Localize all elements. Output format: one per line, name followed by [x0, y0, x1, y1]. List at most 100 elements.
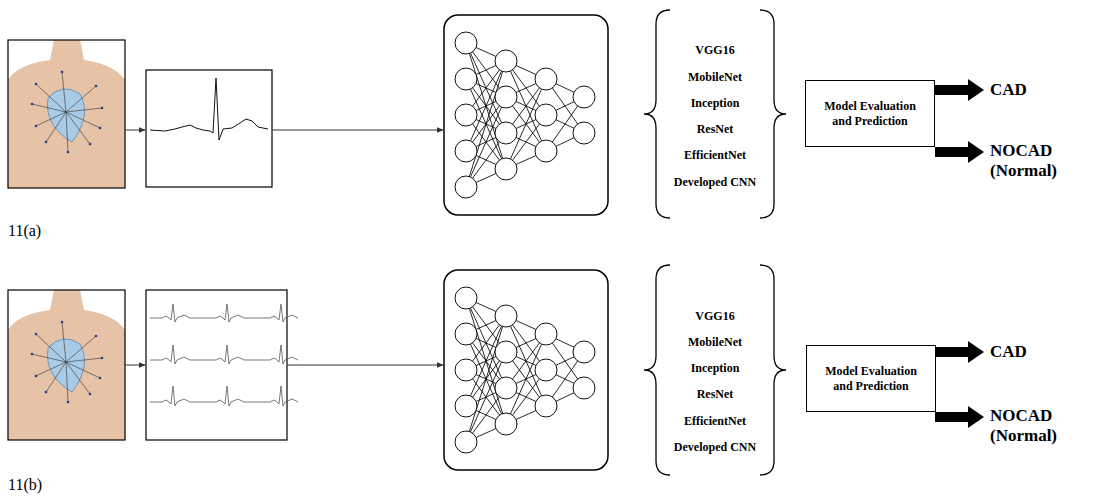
model-name: Developed CNN	[674, 175, 756, 190]
lead-line	[66, 362, 68, 402]
lead-line	[32, 354, 66, 362]
torso-illustration	[8, 40, 125, 188]
lead-line	[36, 334, 66, 362]
model-name: MobileNet	[688, 70, 742, 85]
network-frame	[444, 15, 608, 215]
neuron	[455, 176, 477, 198]
flow-arrow	[272, 130, 443, 131]
block-arrow	[935, 141, 984, 163]
flow-arrow	[125, 365, 145, 366]
ecg-beat	[150, 78, 268, 140]
neuron	[535, 140, 557, 162]
lead-dot	[35, 333, 38, 336]
block-arrow	[935, 341, 984, 363]
neuron	[535, 104, 557, 126]
box-text: Model Evaluation and Prediction	[816, 99, 924, 129]
ecg-trace	[150, 304, 298, 322]
lead-dot	[61, 71, 64, 74]
lead-dot	[67, 151, 70, 154]
neuron	[495, 50, 517, 72]
right-brace	[760, 265, 786, 475]
lead-line	[46, 112, 66, 142]
output-class: CAD	[990, 342, 1027, 362]
neural-network	[455, 287, 595, 453]
lead-dot	[95, 335, 98, 338]
left-brace	[644, 10, 670, 218]
ecg-trace	[150, 345, 298, 364]
lead-line	[62, 72, 66, 112]
block-arrow	[935, 79, 984, 101]
lead-line	[66, 362, 100, 378]
lead-line	[66, 112, 68, 152]
lead-dot	[89, 393, 92, 396]
lead-dot	[89, 143, 92, 146]
image-frame	[8, 290, 125, 440]
lead-dot	[45, 141, 48, 144]
brace	[644, 10, 786, 475]
lead-dot	[35, 83, 38, 86]
lead-line	[62, 322, 66, 362]
lead-line	[66, 86, 96, 112]
lead-line	[36, 84, 66, 112]
model-name: EfficientNet	[684, 148, 746, 163]
neuron	[535, 68, 557, 90]
neural-network	[455, 32, 595, 198]
flow-arrow	[125, 130, 145, 131]
ecg-trace	[150, 386, 298, 406]
network-frame	[444, 270, 608, 470]
lead-line	[66, 108, 102, 112]
model-name: EfficientNet	[684, 414, 746, 429]
model-name: Inception	[691, 361, 740, 376]
neuron	[535, 359, 557, 381]
ecg-frame	[146, 70, 272, 187]
model-name: VGG16	[695, 309, 734, 324]
block-arrow	[935, 79, 984, 428]
lead-line	[66, 112, 100, 128]
heart-leads	[31, 321, 104, 404]
lead-dot	[31, 353, 34, 356]
lead-line	[66, 358, 102, 362]
lead-dot	[35, 375, 38, 378]
model-name: Inception	[691, 96, 740, 111]
neuron	[495, 305, 517, 327]
neuron	[455, 140, 477, 162]
lead-dot	[101, 357, 104, 360]
process-box: Model Evaluation and Prediction	[806, 345, 936, 412]
lead-dot	[61, 321, 64, 324]
neuron	[455, 32, 477, 54]
neuron	[455, 104, 477, 126]
model-name: ResNet	[697, 387, 734, 402]
left-brace	[644, 265, 670, 475]
lead-line	[66, 362, 90, 394]
neuron	[573, 377, 595, 399]
neuron	[535, 323, 557, 345]
right-brace	[760, 10, 786, 218]
model-name: MobileNet	[688, 335, 742, 350]
neuron	[495, 158, 517, 180]
figure-number: 11(a)	[8, 222, 41, 240]
lead-line	[32, 104, 66, 112]
process-box: Model Evaluation and Prediction	[805, 80, 935, 147]
lead-dot	[35, 125, 38, 128]
model-name: ResNet	[697, 122, 734, 137]
neuron	[455, 431, 477, 453]
lead-line	[46, 362, 66, 392]
heart-leads	[31, 71, 104, 154]
ecg-trace	[150, 78, 268, 140]
neuron	[573, 86, 595, 108]
neuron	[495, 122, 517, 144]
neuron	[495, 377, 517, 399]
neuron	[495, 413, 517, 435]
ecg-frame	[146, 290, 287, 440]
model-name: VGG16	[695, 43, 734, 58]
block-arrow	[935, 406, 984, 428]
neuron	[535, 395, 557, 417]
lead-dot	[95, 85, 98, 88]
lead-dot	[99, 377, 102, 380]
torso-illustration	[8, 290, 125, 440]
box-text: Model Evaluation and Prediction	[817, 364, 925, 394]
image-frame	[8, 40, 125, 188]
neuron	[455, 395, 477, 417]
neuron	[573, 122, 595, 144]
model-name: Developed CNN	[674, 440, 756, 455]
